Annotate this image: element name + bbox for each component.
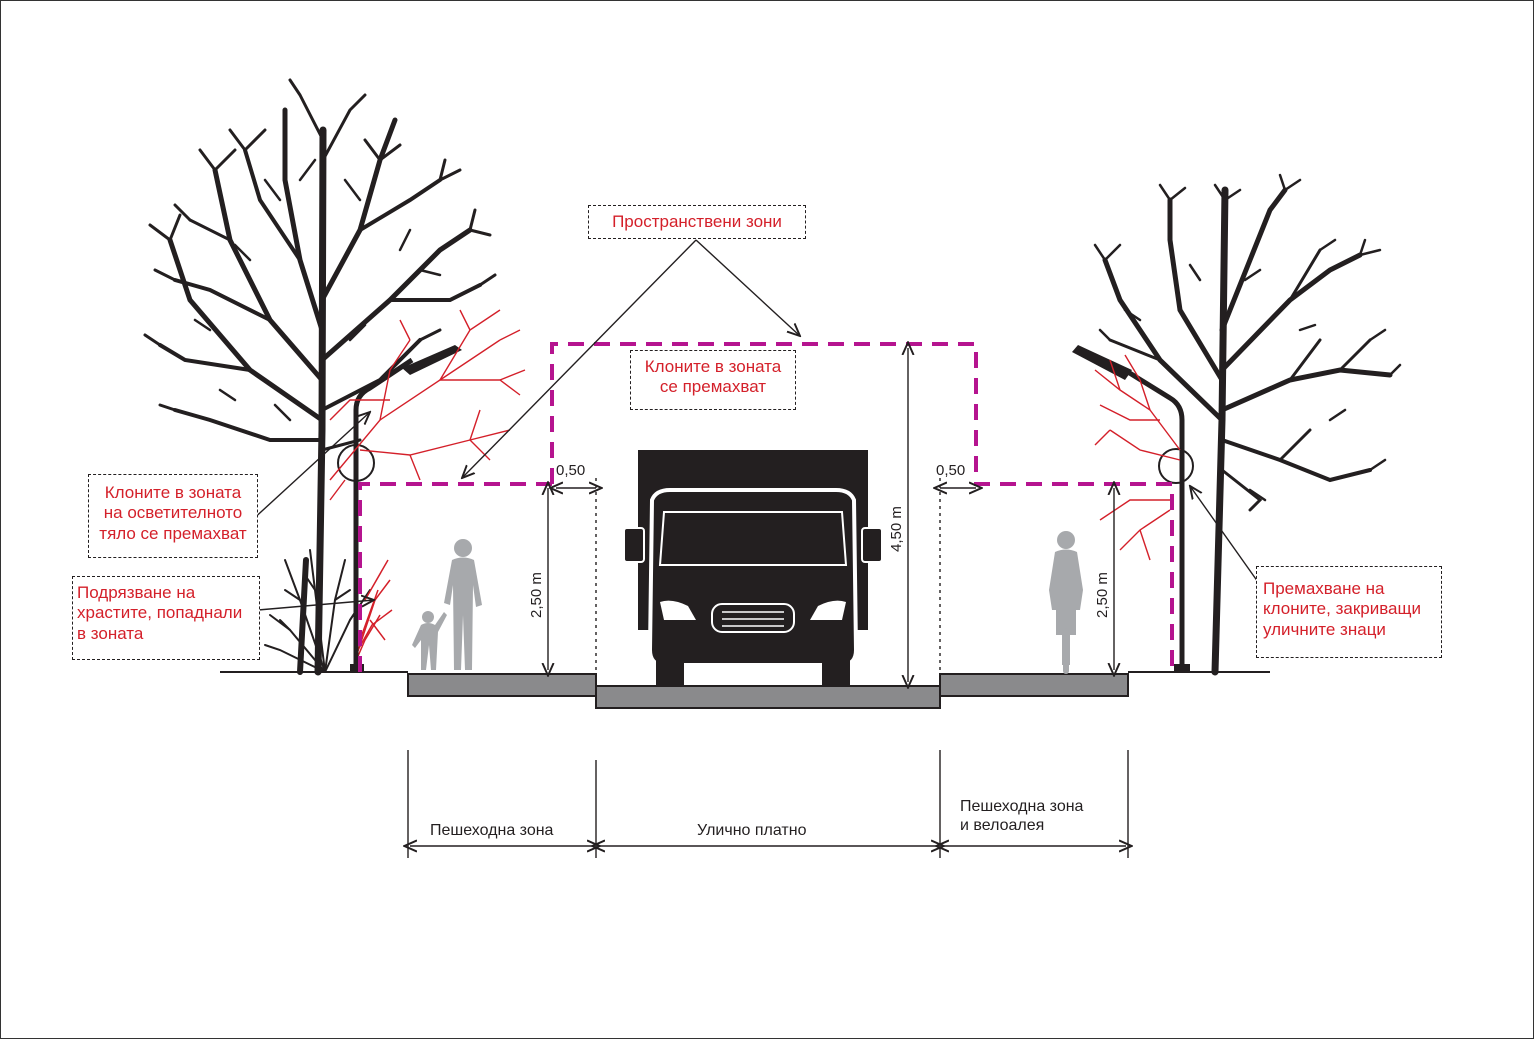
- callout-sign-branches-line-1: Премахване на: [1263, 579, 1385, 598]
- left-sidewalk: [407, 673, 597, 697]
- clearance-zones: [358, 342, 1174, 672]
- lamp-branches-red: [329, 309, 526, 501]
- ground: [220, 671, 1270, 709]
- callout-branches-zone-line-1: Клоните в зоната: [644, 357, 782, 376]
- callout-sign-branches-line-3: уличните знаци: [1263, 619, 1386, 639]
- callout-shrub-trim: Подрязване на храстите, попаднали в зона…: [72, 576, 260, 660]
- callout-lamp-branches-line-2: на осветителното: [103, 503, 243, 523]
- callout-shrub-trim-line-2: храстите, попаднали: [77, 603, 243, 623]
- zone-label-pedestrian-bike-line-1: Пешеходна зона: [960, 798, 1084, 815]
- right-branches-red: [1094, 354, 1181, 561]
- height-center-label: 4,50 m: [888, 506, 905, 552]
- leader-lines: [249, 239, 1259, 611]
- callout-branches-zone-line-2: се премахват: [659, 377, 767, 397]
- height-dimensions: [548, 348, 1114, 682]
- height-right-label: 2,50 m: [1094, 572, 1111, 618]
- callout-shrub-trim-line-1: Подрязване на: [77, 583, 196, 602]
- roadway: [595, 685, 941, 709]
- tree-icon: [1093, 173, 1402, 676]
- callout-spatial-zones-text: Пространствени зони: [612, 212, 782, 231]
- zone-label-pedestrian: Пешеходна зона: [430, 822, 554, 839]
- cyclist-icon: [1049, 531, 1083, 674]
- callout-sign-branches: Премахване на клоните, закриващи уличнит…: [1256, 566, 1442, 658]
- truck-icon: [623, 450, 883, 686]
- street-lamp-icon: [1072, 345, 1194, 672]
- callout-lamp-branches: Клоните в зоната на осветителното тяло с…: [88, 474, 258, 558]
- callout-spatial-zones: Пространствени зони: [588, 205, 806, 239]
- offset-left-label: 0,50: [556, 462, 586, 479]
- callout-shrub-trim-line-3: в зоната: [77, 623, 144, 643]
- right-sidewalk: [939, 673, 1129, 697]
- pedestrian-icon: [444, 539, 482, 670]
- zone-label-roadway: Улично платно: [697, 822, 807, 839]
- zone-label-pedestrian-bike: Пешеходна зона и велоалея: [960, 797, 1083, 835]
- street-lamp-icon: [337, 345, 462, 672]
- zone-label-pedestrian-bike-line-2: и велоалея: [960, 817, 1045, 835]
- offset-dimensions: [556, 478, 976, 672]
- tree-icon: [143, 78, 497, 676]
- callout-lamp-branches-line-1: Клоните в зоната: [104, 483, 242, 502]
- callout-branches-zone: Клоните в зоната се премахват: [630, 350, 796, 410]
- zone-dimensions: [408, 750, 1128, 858]
- callout-lamp-branches-line-3: тяло се премахват: [99, 523, 247, 543]
- height-left-label: 2,50 m: [528, 572, 545, 618]
- offset-right-label: 0,50: [936, 462, 966, 479]
- child-icon: [412, 611, 447, 670]
- callout-sign-branches-line-2: клоните, закриващи: [1263, 599, 1421, 619]
